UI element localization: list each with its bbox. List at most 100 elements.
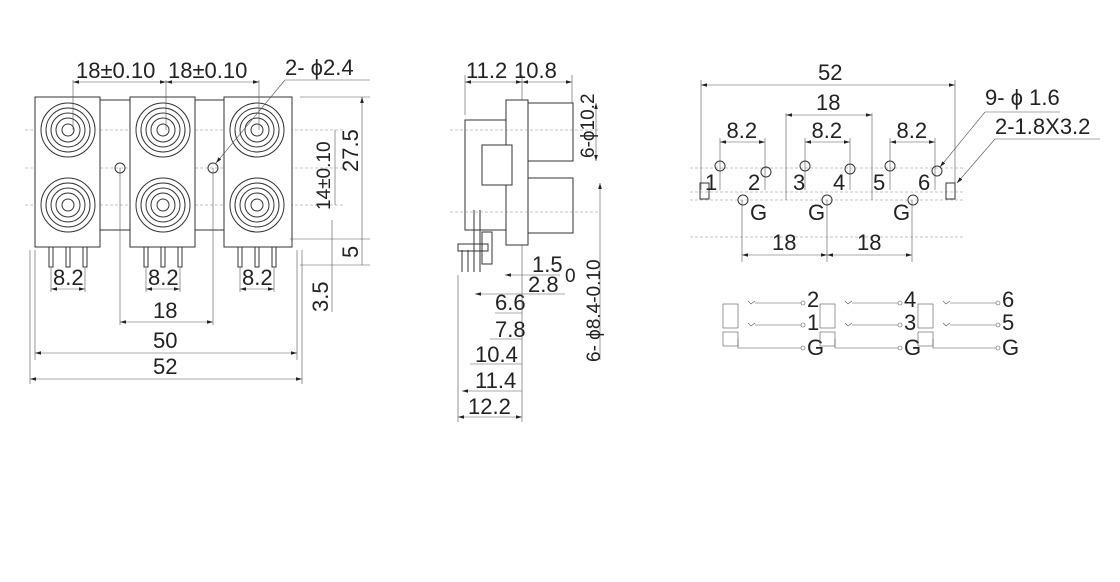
dim-label: 18 [816,90,840,115]
mounting-slot [699,182,710,200]
dim-label: 18 [772,230,796,255]
jack-ring [156,198,170,212]
pin-label: 4 [833,170,845,195]
jack-ring [250,198,264,212]
terminal-label: G [1002,335,1019,360]
dim-label: 18 [857,230,881,255]
jack-ring [50,112,86,148]
terminal-label: 5 [1002,310,1014,335]
pin-hole [799,160,811,172]
dim-label: 50 [153,328,177,353]
front-view: 18±0.10 18±0.10 2- ϕ2.4 14±0.10 27.5 5 3… [25,55,370,384]
jack-ring [140,182,186,228]
jack-ring [250,123,264,137]
pcb-pin [237,246,243,268]
jack-ring [145,112,181,148]
dim-label: 18 [153,298,177,323]
dim-label: 2.8 [528,272,559,297]
dim-label: 18±0.10 [168,58,247,83]
dim-label: 3.5 [308,281,333,312]
jack-ring [45,182,91,228]
dim-label: 27.5 [338,129,363,172]
rca-jack-icon [229,177,285,233]
dim-label: 6- ϕ8.4-0.10 [584,259,605,362]
pin-hole [884,160,896,172]
pcb-pin [254,246,260,268]
ground-label: G [893,200,910,225]
dim-label: 8.2 [897,118,928,143]
dim-label: 2- ϕ2.4 [285,55,354,80]
jack-ring [150,117,176,143]
pcb-pin [160,246,166,268]
dim-label: 2-1.8X3.2 [995,114,1090,139]
dim-label: 18±0.10 [76,58,155,83]
dim-label: 6-ϕ10.2 [578,93,599,158]
ground-label: G [808,200,825,225]
pcb-pin [271,246,277,268]
dim-label: 8.2 [242,265,273,290]
jack-ring [61,123,75,137]
pin-label: 3 [793,170,805,195]
dim-label: 7.8 [495,317,526,342]
pcb-pin [82,246,88,268]
terminal-label: 3 [904,310,916,335]
terminal-label: 1 [807,310,819,335]
ground-hole [737,194,749,206]
terminal-label: 4 [904,287,916,312]
jack-ring [55,117,81,143]
pin-label: 6 [918,170,930,195]
jack-ring [145,187,181,223]
dim-label: 10.8 [514,58,557,83]
side-view: 11.2 10.8 6-ϕ10.2 6- ϕ8.4-0.10 1.5 0 2.8… [450,58,605,422]
terminal-label: 6 [1002,287,1014,312]
jack-ring [150,192,176,218]
jack-ring [234,107,280,153]
dim-label: 9- ϕ 1.6 [985,85,1060,110]
terminal-label: 2 [807,287,819,312]
dim-label: 52 [153,354,177,379]
pin-hole [931,165,943,177]
rca-jack-icon [40,177,96,233]
pin-hole [760,166,772,178]
dim-label: 1.5 [532,252,563,277]
rca-jack-icon [229,102,285,158]
dim-label: 52 [818,60,842,85]
jack-ring [45,107,91,153]
dim-label: 12.2 [468,394,511,419]
jack-ring [239,187,275,223]
dim-label: 5 [338,246,363,258]
dim-label: 8.2 [148,265,179,290]
dim-label: 6.6 [495,290,526,315]
dim-label: 14±0.10 [314,141,335,210]
jack-block-middle [129,96,196,248]
pin-label: 1 [705,170,717,195]
pin-hole [714,160,726,172]
rca-jack-icon [135,102,191,158]
dim-label: 8.2 [812,118,843,143]
jack-ring [140,107,186,153]
ground-label: G [750,200,767,225]
jack-ring [234,182,280,228]
jack-ring [239,112,275,148]
dim-label: 11.2 [466,58,507,83]
mounting-slot [945,182,956,200]
jack-barrel-bottom [527,177,574,234]
dim-label: 11.4 [475,368,516,393]
jack-ring [244,117,270,143]
rca-jack-icon [135,177,191,233]
jack-block-left [34,96,101,248]
rca-jack-icon [40,102,96,158]
dim-label: 8.2 [727,118,758,143]
pcb-pin [177,246,183,268]
jack-ring [156,123,170,137]
terminal-label: G [807,335,824,360]
jack-ring [50,187,86,223]
jack-ring [55,192,81,218]
jack-ring [244,192,270,218]
jack-ring [61,198,75,212]
pcb-pin [48,246,54,268]
jack-barrel-top [527,102,574,162]
